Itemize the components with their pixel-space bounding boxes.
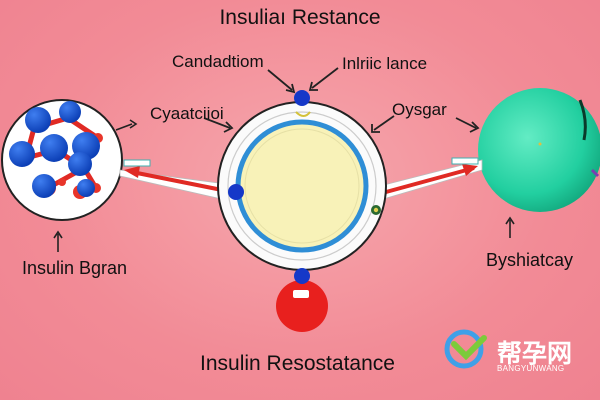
label-pointer-arrows xyxy=(203,67,480,133)
receptor-right-core xyxy=(373,207,379,213)
label-candidate: Candadtiom xyxy=(172,52,264,71)
watermark-text: 帮孕网 xyxy=(497,340,573,368)
label-inhibitance: Inlriic lance xyxy=(342,54,428,73)
receptor-left xyxy=(228,184,244,200)
label-insulin-bgran: Insulin Bgran xyxy=(22,258,128,278)
watermark-logo-icon xyxy=(444,329,487,369)
cluster-arrows xyxy=(53,119,138,252)
watermark-subtext: BANGYUNWANG xyxy=(497,364,565,373)
receptor-top xyxy=(294,90,311,117)
right-connector-arrow xyxy=(379,157,483,201)
main-cell xyxy=(217,101,387,271)
receptor-bottom xyxy=(294,268,310,284)
label-insulin-resostatance: Insulin Resostatance xyxy=(200,352,395,375)
insulin-molecule-cluster xyxy=(1,99,123,221)
label-oysgar: Oysgar xyxy=(392,100,447,119)
cluster-blue-spheres xyxy=(9,101,100,198)
green-cell xyxy=(478,88,600,238)
label-cytoplasm: Cyaatciioi xyxy=(150,104,224,123)
red-drop xyxy=(276,280,328,332)
diagram-title: Insuliaı Restance xyxy=(219,6,381,29)
label-bysiatacay: Byshiatcay xyxy=(486,250,574,270)
left-connector-arrow xyxy=(119,159,227,201)
